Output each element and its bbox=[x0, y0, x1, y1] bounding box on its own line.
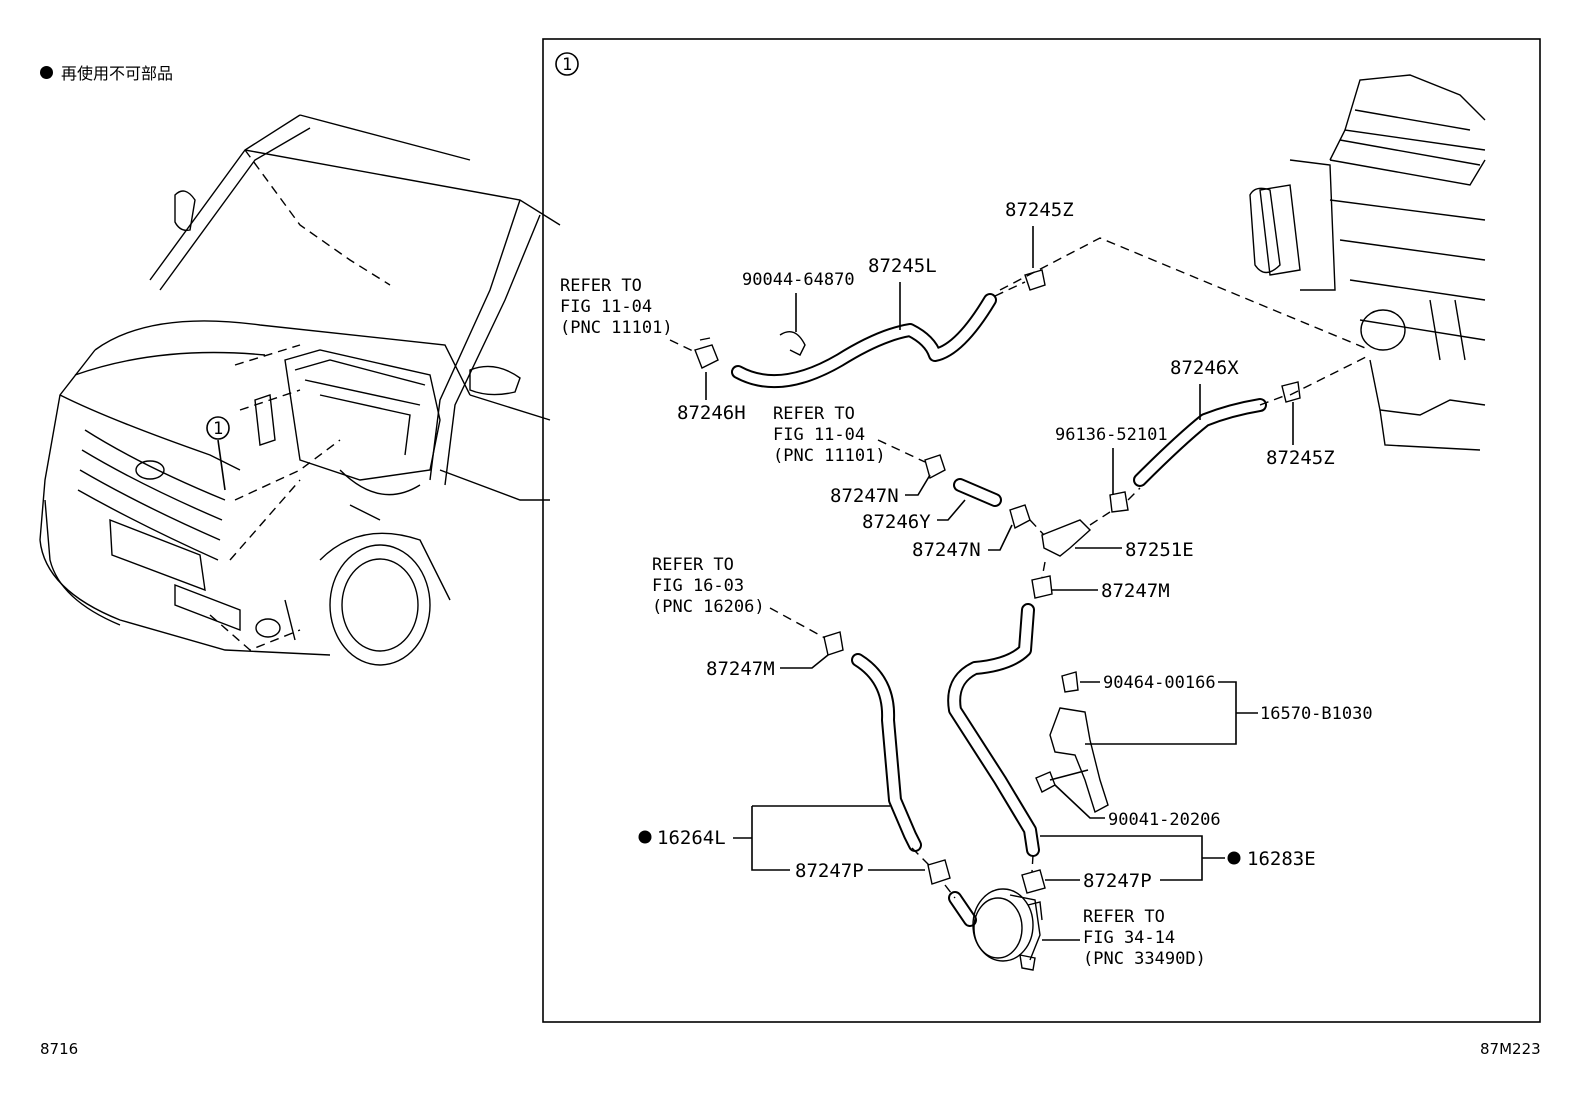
part-87245Z-top-label: 87245Z bbox=[1005, 199, 1074, 221]
legend-non-reusable: 再使用不可部品 bbox=[40, 60, 173, 84]
part-90464-00166-label: 90464-00166 bbox=[1103, 673, 1216, 693]
ref4-line3: (PNC 33490D) bbox=[1083, 949, 1206, 969]
non-reusable-dot-16283E bbox=[1227, 851, 1241, 865]
vehicle-overview-illustration bbox=[39, 114, 561, 666]
part-87247P-right-label: 87247P bbox=[1083, 870, 1152, 892]
ref2-line3: (PNC 11101) bbox=[773, 446, 886, 466]
footer-left-code: 8716 bbox=[40, 1040, 79, 1058]
part-90041-20206-label: 90041-20206 bbox=[1108, 810, 1221, 830]
legend-label: 再使用不可部品 bbox=[61, 64, 174, 83]
ref2-line1: REFER TO bbox=[773, 404, 855, 424]
footer-right-code: 87M223 bbox=[1480, 1040, 1541, 1058]
part-87247M-left-label: 87247M bbox=[706, 658, 775, 680]
ref1-line3: (PNC 11101) bbox=[560, 318, 673, 338]
part-96136-52101-label: 96136-52101 bbox=[1055, 425, 1168, 445]
callout-1-label-overview: 1 bbox=[213, 419, 223, 439]
part-87247P-left-label: 87247P bbox=[795, 860, 864, 882]
part-87247N-b-label: 87247N bbox=[912, 539, 981, 561]
part-87246H-label: 87246H bbox=[677, 402, 746, 424]
part-16283E-label: 16283E bbox=[1247, 848, 1316, 870]
part-87245Z-right-label: 87245Z bbox=[1266, 447, 1335, 469]
part-87246X-label: 87246X bbox=[1170, 357, 1239, 379]
ref2-line2: FIG 11-04 bbox=[773, 425, 865, 445]
water-pump-illustration bbox=[944, 884, 1043, 971]
part-87247N-a-label: 87247N bbox=[830, 485, 899, 507]
part-87246Y-label: 87246Y bbox=[862, 511, 931, 533]
non-reusable-dot-icon bbox=[40, 65, 53, 79]
ref3-line2: FIG 16-03 bbox=[652, 576, 744, 596]
callout-1-label: 1 bbox=[562, 55, 572, 75]
part-90044-64870-label: 90044-64870 bbox=[742, 270, 855, 290]
ref3-line1: REFER TO bbox=[652, 555, 734, 575]
ref3-line3: (PNC 16206) bbox=[652, 597, 765, 617]
callout-1-circle bbox=[555, 52, 579, 76]
ref1-line1: REFER TO bbox=[560, 276, 642, 296]
part-87245L-label: 87245L bbox=[868, 255, 937, 277]
part-87247M-right-label: 87247M bbox=[1101, 580, 1170, 602]
part-16570-B1030-label: 16570-B1030 bbox=[1260, 704, 1373, 724]
heater-unit-illustration bbox=[1249, 74, 1486, 451]
ref4-line1: REFER TO bbox=[1083, 907, 1165, 927]
part-16264L-label: 16264L bbox=[657, 827, 726, 849]
ref1-line2: FIG 11-04 bbox=[560, 297, 652, 317]
detail-frame bbox=[542, 38, 1541, 1023]
ref4-line2: FIG 34-14 bbox=[1083, 928, 1175, 948]
part-87251E-label: 87251E bbox=[1125, 539, 1194, 561]
non-reusable-dot-16264L bbox=[638, 830, 652, 844]
